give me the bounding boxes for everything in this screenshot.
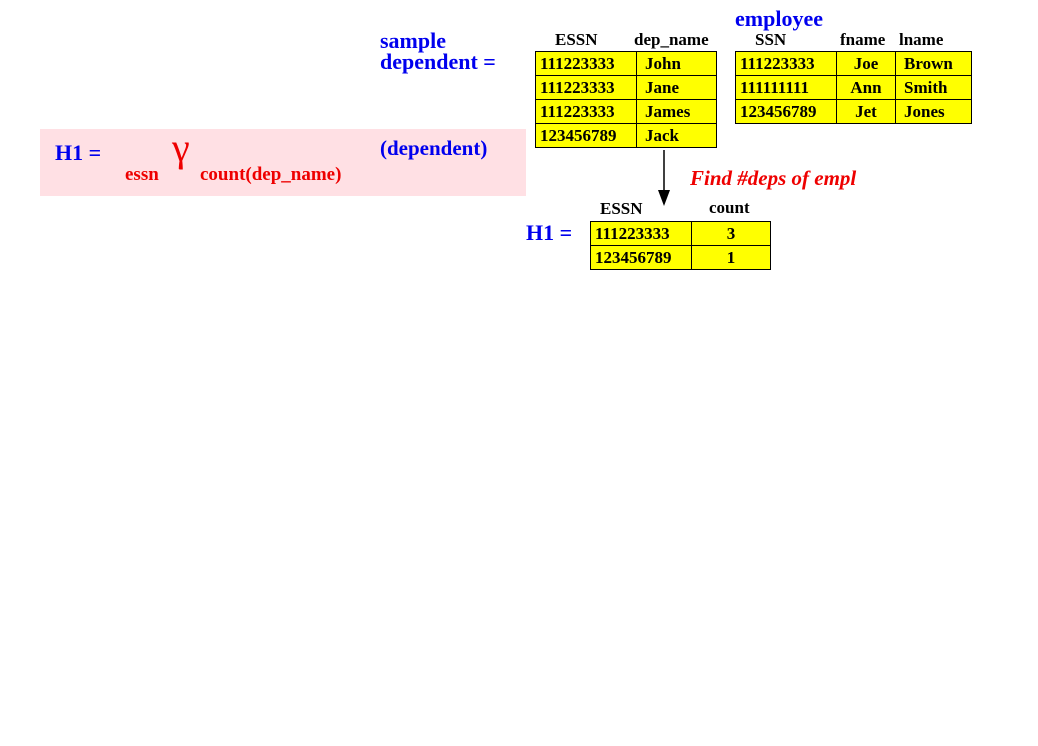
annotation-text: Find #deps of empl xyxy=(690,166,857,190)
table-row: 123456789 Jack xyxy=(535,123,717,148)
table-cell: 111223333 xyxy=(535,99,637,124)
table-row: 123456789 1 xyxy=(590,245,771,270)
result-table: 111223333 3 123456789 1 xyxy=(590,221,771,270)
table-row: 111223333 Jane xyxy=(535,75,717,100)
table-cell: Jack xyxy=(636,123,717,148)
table-cell: James xyxy=(636,99,717,124)
formula-relation: (dependent) xyxy=(380,136,488,160)
table-row: 111223333 James xyxy=(535,99,717,124)
table-cell: Ann xyxy=(836,75,896,100)
formula-lhs: H1 = xyxy=(55,140,102,165)
dependent-title-line2: dependent = xyxy=(380,49,496,74)
dependent-col-dep-name: dep_name xyxy=(634,30,709,49)
employee-col-lname: lname xyxy=(899,30,944,49)
table-cell: 123456789 xyxy=(590,245,692,270)
employee-col-fname: fname xyxy=(840,30,886,49)
dependent-col-essn: ESSN xyxy=(555,30,598,49)
formula-aggregate: count(dep_name) xyxy=(200,164,342,185)
dependent-table: 111223333 John 111223333 Jane 111223333 … xyxy=(535,51,717,148)
result-col-essn: ESSN xyxy=(600,199,643,218)
down-arrow-icon xyxy=(658,150,670,206)
table-cell: 111223333 xyxy=(535,51,637,76)
table-cell: 3 xyxy=(691,221,771,246)
table-row: 123456789 Jet Jones xyxy=(735,99,972,124)
table-cell: 1 xyxy=(691,245,771,270)
table-cell: 111223333 xyxy=(735,51,837,76)
table-cell: Jet xyxy=(836,99,896,124)
table-row: 111223333 John xyxy=(535,51,717,76)
table-cell: Jones xyxy=(895,99,972,124)
table-cell: John xyxy=(636,51,717,76)
formula-box xyxy=(40,129,526,196)
table-cell: 111223333 xyxy=(535,75,637,100)
dependent-title-line1: sample xyxy=(380,28,446,53)
result-label: H1 = xyxy=(526,220,573,245)
table-row: 111223333 Joe Brown xyxy=(735,51,972,76)
table-row: 111111111 Ann Smith xyxy=(735,75,972,100)
table-cell: 123456789 xyxy=(535,123,637,148)
table-cell: Joe xyxy=(836,51,896,76)
result-col-count: count xyxy=(709,198,750,217)
employee-title: employee xyxy=(735,6,823,31)
employee-table: 111223333 Joe Brown 111111111 Ann Smith … xyxy=(735,51,972,124)
table-row: 111223333 3 xyxy=(590,221,771,246)
gamma-symbol: γ xyxy=(172,125,190,170)
table-cell: Smith xyxy=(895,75,972,100)
table-cell: Brown xyxy=(895,51,972,76)
table-cell: 111111111 xyxy=(735,75,837,100)
table-cell: 123456789 xyxy=(735,99,837,124)
table-cell: Jane xyxy=(636,75,717,100)
employee-col-ssn: SSN xyxy=(755,30,787,49)
formula-group-attr: essn xyxy=(125,164,159,185)
table-cell: 111223333 xyxy=(590,221,692,246)
